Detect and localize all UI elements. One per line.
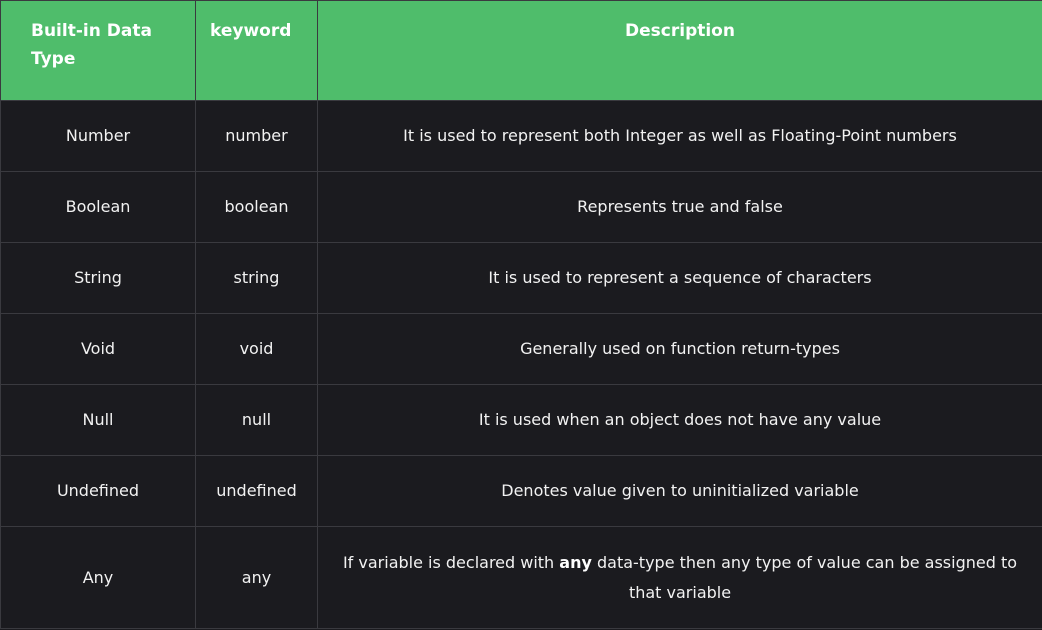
cell-description: If variable is declared with any data-ty…: [317, 526, 1042, 629]
cell-keyword: string: [195, 242, 318, 314]
cell-type: Number: [0, 100, 196, 172]
cell-description: It is used to represent both Integer as …: [317, 100, 1042, 172]
cell-type: Void: [0, 313, 196, 385]
cell-description: Represents true and false: [317, 171, 1042, 243]
description-text-bold: any: [559, 552, 592, 572]
cell-keyword: number: [195, 100, 318, 172]
cell-keyword: boolean: [195, 171, 318, 243]
description-text-pre: If variable is declared with: [342, 552, 560, 572]
cell-keyword: null: [195, 384, 318, 456]
table-row: Undefined undefined Denotes value given …: [0, 455, 1042, 527]
cell-type: Any: [0, 526, 196, 629]
table-row: Number number It is used to represent bo…: [0, 100, 1042, 172]
table-row: Any any If variable is declared with any…: [0, 526, 1042, 629]
table-row: Boolean boolean Represents true and fals…: [0, 171, 1042, 243]
table-row: Void void Generally used on function ret…: [0, 313, 1042, 385]
cell-description: It is used when an object does not have …: [317, 384, 1042, 456]
table-row: String string It is used to represent a …: [0, 242, 1042, 314]
cell-type: Null: [0, 384, 196, 456]
cell-description: Generally used on function return-types: [317, 313, 1042, 385]
header-keyword: keyword: [195, 0, 318, 101]
header-built-in-data-type: Built-in Data Type: [0, 0, 196, 101]
cell-type: String: [0, 242, 196, 314]
table-header-row: Built-in Data Type keyword Description: [0, 0, 1042, 101]
cell-type: Boolean: [0, 171, 196, 243]
header-description: Description: [317, 0, 1042, 101]
cell-type: Undefined: [0, 455, 196, 527]
cell-description: It is used to represent a sequence of ch…: [317, 242, 1042, 314]
table-row: Null null It is used when an object does…: [0, 384, 1042, 456]
cell-keyword: undefined: [195, 455, 318, 527]
cell-description: Denotes value given to uninitialized var…: [317, 455, 1042, 527]
cell-keyword: void: [195, 313, 318, 385]
description-text-post: data-type then any type of value can be …: [591, 552, 1018, 602]
cell-keyword: any: [195, 526, 318, 629]
